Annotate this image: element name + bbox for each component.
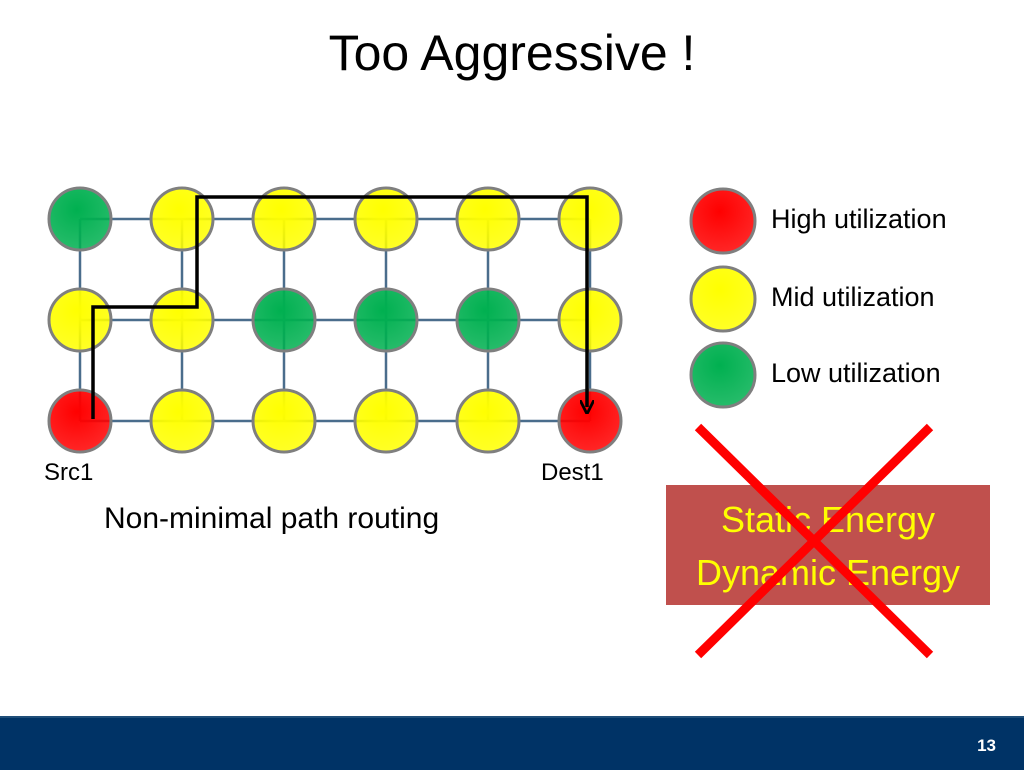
router-node-low — [47, 186, 113, 252]
router-node-mid — [557, 287, 623, 353]
legend-label: High utilization — [771, 204, 947, 234]
router-node-high — [47, 388, 113, 454]
page-number: 13 — [977, 736, 996, 755]
router-node-mid — [353, 388, 419, 454]
low-utilization-circle-icon — [689, 341, 757, 409]
router-node-mid — [149, 287, 215, 353]
cross-out-icon — [694, 423, 934, 659]
router-node-mid — [455, 388, 521, 454]
legend-dot-mid — [689, 265, 757, 333]
mesh-diagram — [47, 186, 623, 454]
footer-bar: 13 — [0, 716, 1024, 770]
router-node-mid — [251, 186, 317, 252]
router-node-mid — [557, 186, 623, 252]
legend-dot-high — [689, 187, 757, 255]
cross-stroke — [694, 423, 934, 659]
legend-label: Low utilization — [771, 358, 941, 388]
energy-box: Static Energy Dynamic Energy — [666, 485, 990, 605]
router-node-mid — [353, 186, 419, 252]
routing-path — [91, 195, 587, 419]
router-node-low — [251, 287, 317, 353]
src-label: Src1 — [44, 459, 94, 486]
diagram-caption: Non-minimal path routing — [104, 502, 440, 535]
mid-utilization-circle-icon — [689, 265, 757, 333]
legend-label: Mid utilization — [771, 282, 935, 312]
router-node-mid — [47, 287, 113, 353]
router-node-low — [455, 287, 521, 353]
slide-title: Too Aggressive ! — [328, 25, 696, 81]
router-node-mid — [455, 186, 521, 252]
router-node-high — [557, 388, 623, 454]
router-node-mid — [251, 388, 317, 454]
legend-dot-low — [689, 341, 757, 409]
router-node-mid — [149, 388, 215, 454]
dest-label: Dest1 — [541, 459, 604, 486]
router-node-low — [353, 287, 419, 353]
high-utilization-circle-icon — [689, 187, 757, 255]
